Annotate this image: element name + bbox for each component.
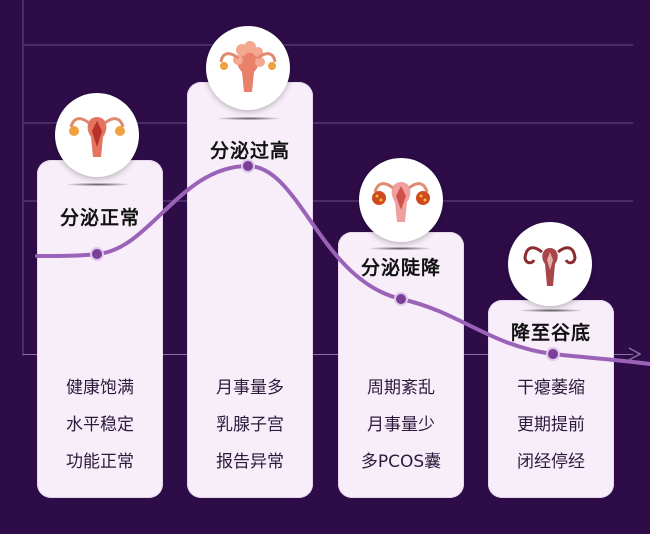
desc-line: 功能正常 bbox=[66, 452, 134, 472]
desc-line: 乳腺子宫 bbox=[216, 415, 284, 435]
desc-line: 多PCOS囊 bbox=[360, 452, 442, 472]
stage-description: 月事量多 乳腺子宫 报告异常 bbox=[187, 370, 313, 481]
stage-description: 周期紊乱 月事量少 多PCOS囊 bbox=[338, 370, 464, 481]
divider bbox=[68, 183, 128, 186]
desc-line: 水平稳定 bbox=[66, 415, 134, 435]
data-point bbox=[90, 247, 104, 261]
desc-line: 健康饱满 bbox=[66, 378, 134, 398]
desc-line: 更期提前 bbox=[517, 415, 585, 435]
stage-card-high bbox=[187, 82, 313, 498]
x-axis bbox=[23, 354, 633, 355]
stage-description: 干瘪萎缩 更期提前 闭经停经 bbox=[488, 370, 614, 481]
desc-line: 闭经停经 bbox=[517, 452, 585, 472]
divider bbox=[370, 247, 430, 250]
grid-line bbox=[23, 122, 633, 124]
data-point bbox=[546, 347, 560, 361]
healthy-uterus-icon bbox=[55, 93, 139, 177]
desc-line: 月事量少 bbox=[367, 415, 435, 435]
stage-title: 分泌过高 bbox=[209, 140, 290, 162]
stage-title: 分泌陡降 bbox=[360, 257, 441, 279]
stage-title: 分泌正常 bbox=[59, 207, 140, 229]
desc-line: 周期紊乱 bbox=[367, 378, 435, 398]
divider bbox=[219, 117, 279, 120]
polycystic-ovary-uterus-icon bbox=[359, 158, 443, 242]
desc-line: 月事量多 bbox=[216, 378, 284, 398]
stage-card-bottom bbox=[488, 300, 614, 498]
atrophic-uterus-icon bbox=[508, 222, 592, 306]
x-axis-arrow-icon bbox=[628, 347, 642, 361]
data-point bbox=[241, 159, 255, 173]
stage-description: 健康饱满 水平稳定 功能正常 bbox=[37, 370, 163, 481]
fibroid-uterus-icon bbox=[206, 26, 290, 110]
desc-line: 报告异常 bbox=[216, 452, 284, 472]
stage-title: 降至谷底 bbox=[510, 322, 591, 344]
grid-line bbox=[23, 44, 633, 46]
stage-card-normal bbox=[37, 160, 163, 498]
divider bbox=[521, 309, 581, 312]
grid-line bbox=[23, 200, 633, 202]
desc-line: 干瘪萎缩 bbox=[517, 378, 585, 398]
y-axis bbox=[22, 0, 24, 356]
data-point bbox=[394, 292, 408, 306]
